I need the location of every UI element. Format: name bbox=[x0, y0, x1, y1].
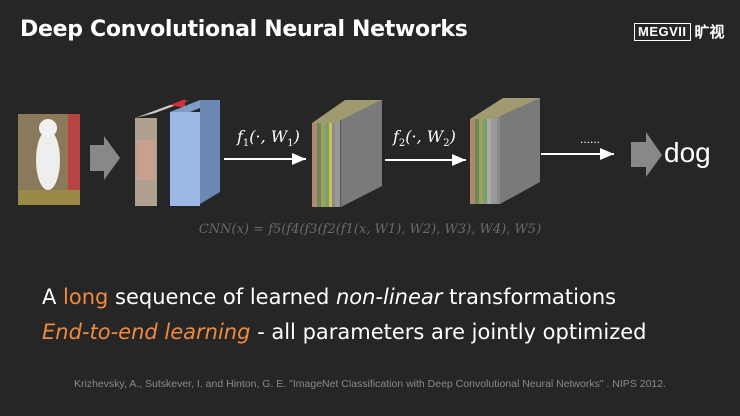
cnn-formula: CNN(x) = f5(f4(f3(f2(f1(x, W1), W2), W3)… bbox=[198, 222, 542, 237]
ellipsis: ...... bbox=[580, 132, 601, 146]
output-label: dog bbox=[664, 137, 711, 168]
layer-1-label: f1(·, W1) bbox=[237, 127, 300, 150]
citation: Krizhevsky, A., Sutskever, I. and Hinton… bbox=[73, 378, 667, 390]
output-arrow bbox=[631, 132, 662, 177]
bullet-line-2: End-to-end learning - all parameters are… bbox=[42, 320, 647, 344]
image-input-volume bbox=[135, 99, 220, 206]
layer-2-label: f2(·, W2) bbox=[393, 127, 456, 150]
bullet-line-1: A long sequence of learned non-linear tr… bbox=[42, 285, 617, 309]
highlight-long: long bbox=[63, 285, 109, 309]
slide-title: Deep Convolutional Neural Networks bbox=[20, 17, 468, 42]
megvii-logo: MEGVII 旷视 bbox=[634, 21, 725, 42]
feature-map-stack-2 bbox=[470, 98, 540, 204]
highlight-end-to-end: End-to-end learning bbox=[42, 320, 251, 344]
input-dog-photo bbox=[18, 114, 80, 205]
logo-chinese: 旷视 bbox=[694, 24, 725, 41]
logo-brand: MEGVII bbox=[634, 22, 691, 41]
feature-map-stack-1 bbox=[312, 100, 383, 207]
input-arrow bbox=[90, 136, 120, 180]
